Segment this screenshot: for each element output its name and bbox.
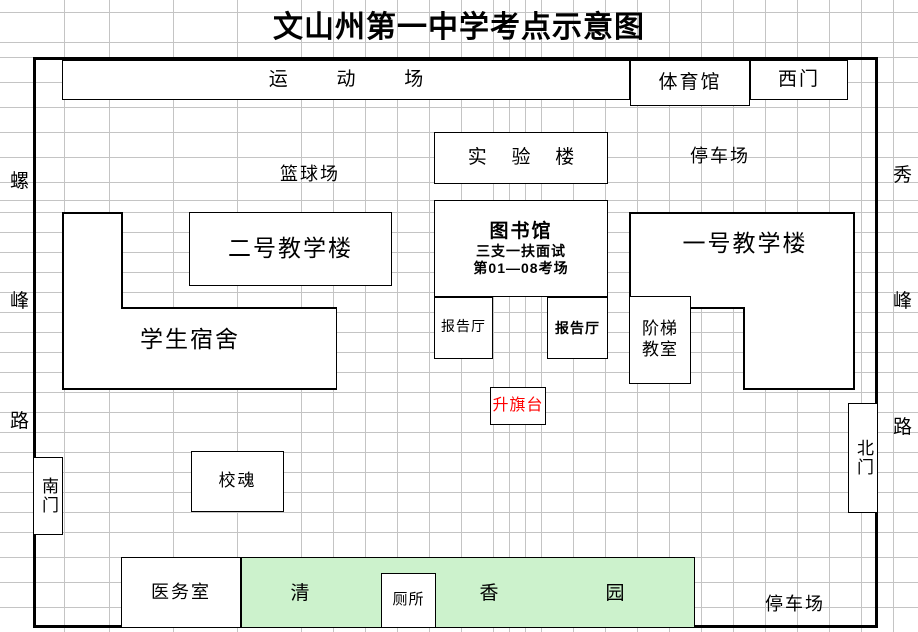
right-road-char-3: 路 [893, 417, 913, 438]
garden-char-2: 香 [479, 582, 499, 604]
grid-row-line-21 [0, 452, 918, 453]
left-road-char-1: 螺 [10, 171, 30, 192]
north-gate[interactable]: 北门 [848, 403, 878, 513]
south-gate[interactable]: 南门 [33, 457, 63, 535]
stepped-classroom-line-2: 教室 [642, 340, 678, 359]
library-name: 图书馆 [489, 220, 553, 242]
grid-column-line-13 [541, 0, 542, 632]
west-gate[interactable]: 西门 [750, 60, 848, 100]
right-road-char-2: 峰 [893, 291, 913, 312]
teaching-building-2[interactable]: 二号教学楼 [189, 212, 392, 286]
right-road-char-1: 秀 [893, 165, 913, 186]
grid-row-line-24 [0, 512, 918, 513]
student-dorm-label: 学生宿舍 [140, 327, 240, 352]
restroom[interactable]: 厕所 [381, 573, 436, 628]
stepped-classroom[interactable]: 阶梯 教室 [629, 296, 691, 384]
page-title: 文山州第一中学考点示意图 [273, 11, 645, 44]
grid-column-line-10 [493, 0, 494, 632]
parking-lot-south: 停车场 [765, 594, 825, 614]
left-road-char-2: 峰 [10, 291, 30, 312]
lab-building[interactable]: 实 验 楼 [434, 132, 608, 184]
stepped-classroom-line-1: 阶梯 [642, 319, 678, 339]
flag-platform[interactable]: 升旗台 [490, 387, 546, 425]
grid-column-line-11 [509, 0, 510, 632]
student-dorm-outline [62, 212, 337, 390]
library[interactable]: 图书馆 三支一扶面试 第01—08考场 [434, 200, 608, 297]
grid-row-line-18 [0, 392, 918, 393]
grid-column-line-6 [365, 0, 366, 632]
grid-row-line-4 [0, 107, 918, 108]
grid-row-line-25 [0, 532, 918, 533]
grid-row-line-0 [0, 12, 918, 13]
garden-char-1: 清 [290, 582, 310, 604]
grid-column-line-12 [525, 0, 526, 632]
school-spirit[interactable]: 校魂 [191, 451, 284, 512]
parking-lot-north: 停车场 [690, 146, 750, 166]
lecture-hall-left[interactable]: 报告厅 [434, 297, 493, 359]
grid-column-line-19 [733, 0, 734, 632]
grid-row-line-23 [0, 492, 918, 493]
grid-row-line-22 [0, 472, 918, 473]
grid-row-line-19 [0, 412, 918, 413]
garden-char-3: 园 [605, 582, 625, 604]
library-text-stack: 图书馆 三支一扶面试 第01—08考场 [473, 220, 568, 277]
grid-row-line-20 [0, 432, 918, 433]
gymnasium[interactable]: 体育馆 [630, 60, 750, 106]
library-exam-rooms: 第01—08考场 [473, 260, 569, 277]
clinic[interactable]: 医务室 [121, 557, 241, 628]
left-road-char-3: 路 [10, 411, 30, 432]
grid-column-line-18 [701, 0, 702, 632]
basketball-court: 篮球场 [280, 164, 340, 184]
grid-column-line-7 [397, 0, 398, 632]
library-exam-program: 三支一扶面试 [476, 243, 566, 259]
grid-row-line-1 [0, 42, 918, 43]
sports-field[interactable]: 运 动 场 [62, 60, 630, 100]
student-dorm-shape [62, 212, 330, 384]
lecture-hall-right[interactable]: 报告厅 [547, 297, 608, 359]
grid-column-line-23 [861, 0, 862, 632]
grid-column-line-24 [893, 0, 894, 632]
fragrant-garden[interactable] [241, 557, 695, 628]
stepped-classroom-text: 阶梯 教室 [642, 319, 678, 360]
grid-column-line-8 [429, 0, 430, 632]
grid-row-line-17 [0, 372, 918, 373]
teaching-building-1-label: 一号教学楼 [682, 231, 808, 256]
